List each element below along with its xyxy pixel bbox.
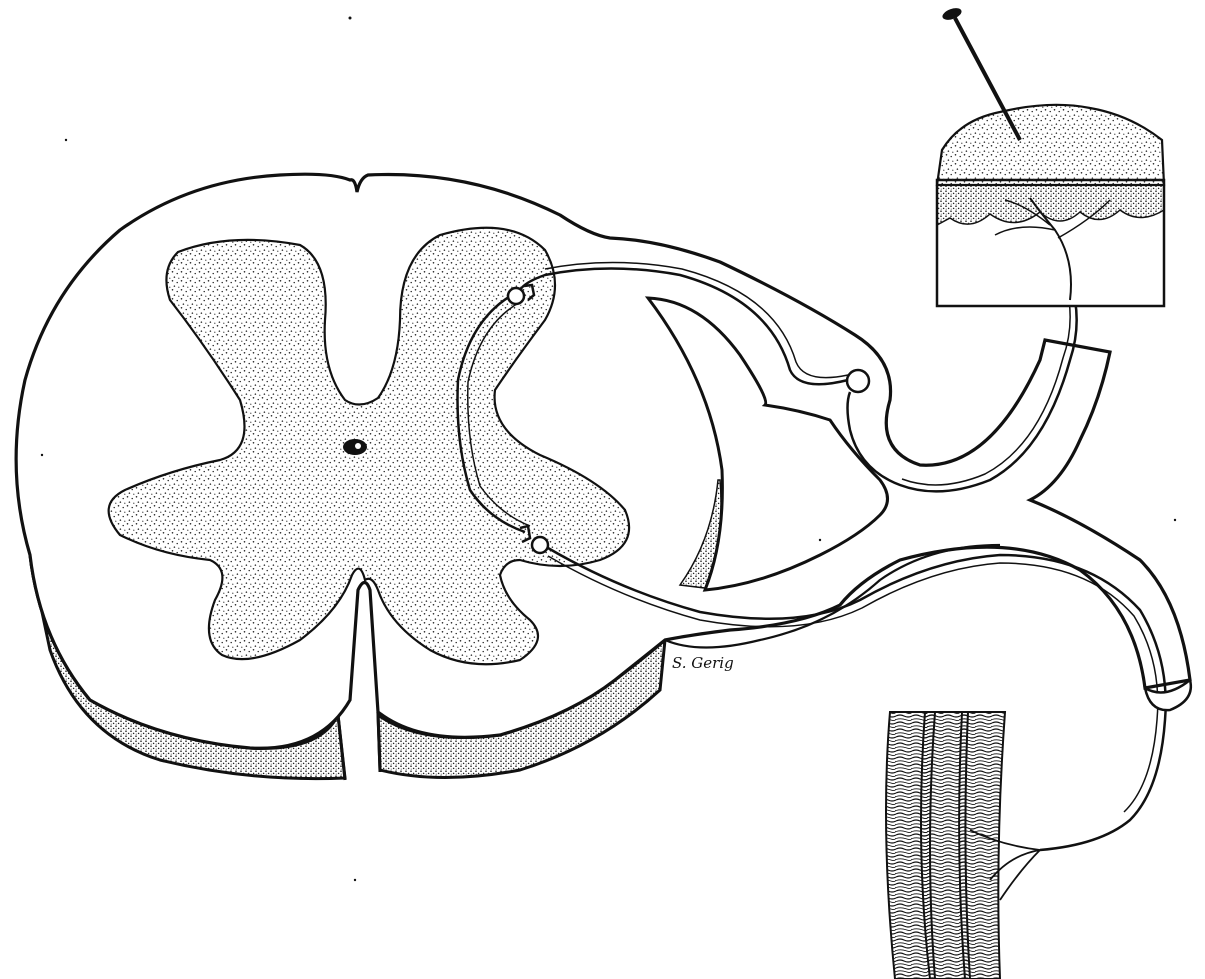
muscle-fibers bbox=[886, 712, 1040, 979]
dorsal-root-ganglion-cell bbox=[847, 370, 869, 392]
skin-block bbox=[937, 105, 1164, 306]
central-canal bbox=[343, 439, 367, 455]
artist-signature: S. Gerig bbox=[672, 654, 734, 672]
